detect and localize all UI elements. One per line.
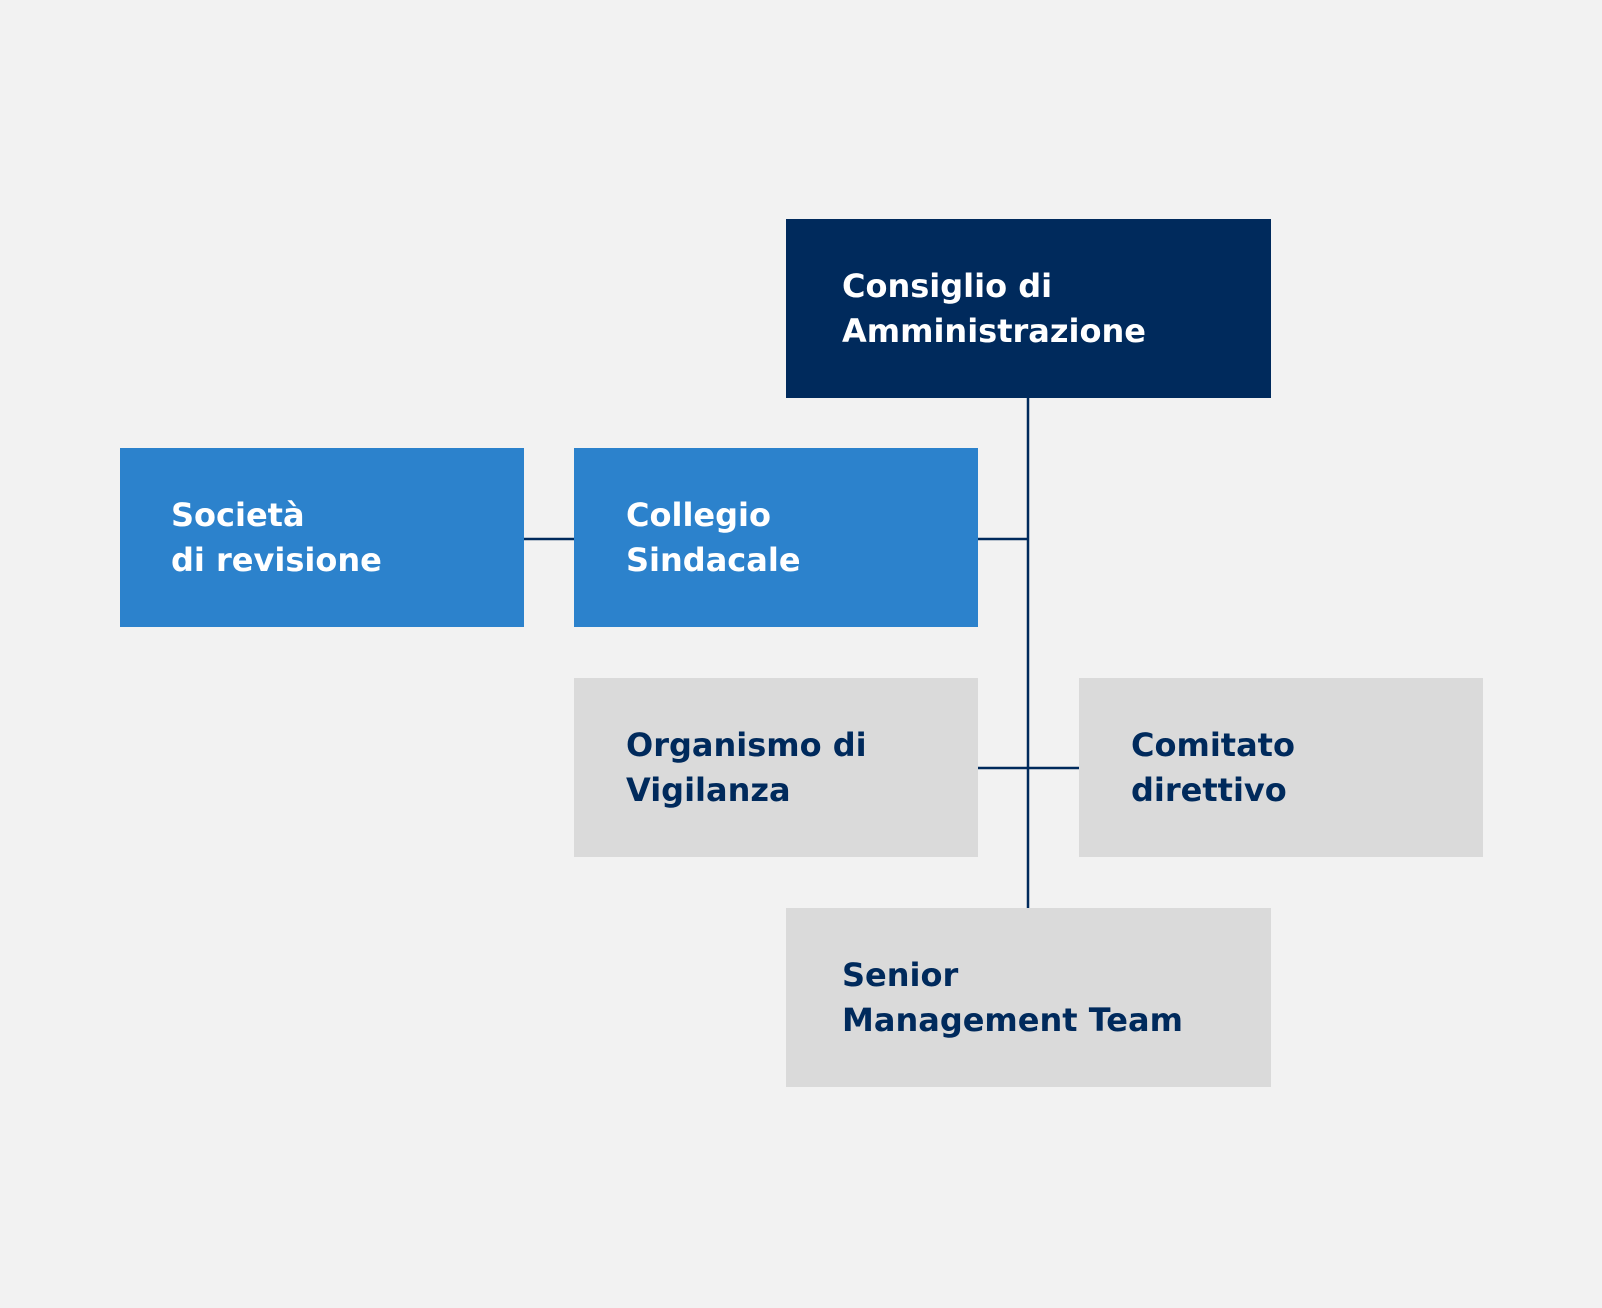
- node-statutory-auditors: Collegio Sindacale: [574, 448, 978, 627]
- node-label-line: Comitato: [1131, 725, 1295, 764]
- node-supervisory-body: Organismo di Vigilanza: [574, 678, 978, 857]
- node-label-line: Consiglio di: [842, 266, 1053, 305]
- node-steering-committee: Comitato direttivo: [1079, 678, 1483, 857]
- node-label-line: Amministrazione: [842, 311, 1146, 350]
- node-label-line: Vigilanza: [626, 770, 791, 809]
- node-label-line: Sindacale: [626, 540, 801, 579]
- node-board-of-directors: Consiglio di Amministrazione: [786, 219, 1271, 398]
- node-label-line: Senior: [842, 955, 959, 994]
- node-label-line: Società: [171, 495, 305, 534]
- node-senior-management-team: Senior Management Team: [786, 908, 1271, 1087]
- node-label-line: Organismo di: [626, 725, 867, 764]
- node-label-line: direttivo: [1131, 770, 1287, 809]
- node-label-line: Collegio: [626, 495, 771, 534]
- node-label-line: di revisione: [171, 540, 382, 579]
- node-audit-firm: Società di revisione: [120, 448, 524, 627]
- node-label-line: Management Team: [842, 1000, 1183, 1039]
